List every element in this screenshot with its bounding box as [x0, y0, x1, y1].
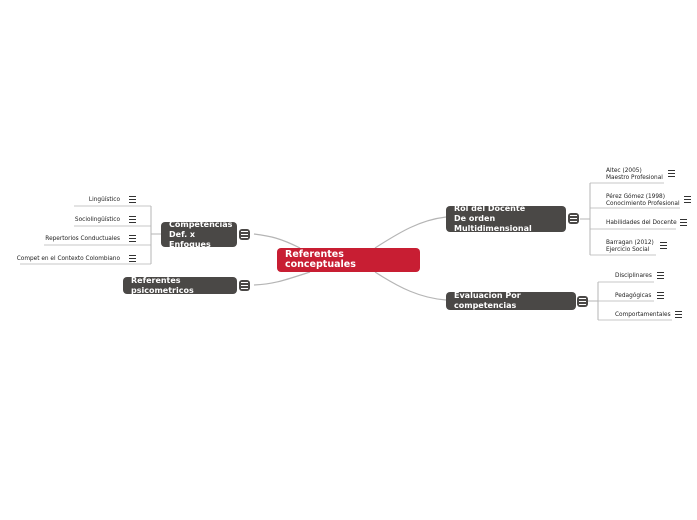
- leaf-repertorios[interactable]: Repertorios Conductuales: [45, 236, 120, 243]
- notes-icon: [129, 196, 136, 203]
- notes-icon: [129, 235, 136, 242]
- notes-icon: [675, 311, 682, 318]
- topic-competencias-line2: Def. x Enfoques: [169, 229, 211, 249]
- leaf-sociolinguistico[interactable]: Sociolingüístico: [75, 217, 120, 224]
- topic-evaluacion[interactable]: Evaluacion Por competencias: [446, 291, 576, 310]
- notes-icon: [660, 242, 667, 249]
- leaf-label: Comportamentales: [615, 312, 671, 318]
- leaf-disciplinares[interactable]: Disciplinares: [615, 273, 652, 280]
- leaf-comportamentales[interactable]: Comportamentales: [615, 312, 671, 319]
- leaf-label: Repertorios Conductuales: [45, 236, 120, 242]
- leaf-perez-gomez[interactable]: Pérez Gómez (1998) Conocimiento Profesio…: [606, 194, 680, 208]
- notes-icon: [680, 219, 687, 226]
- collapse-badge-icon[interactable]: [239, 229, 250, 240]
- leaf-compet-contexto[interactable]: Compet en el Contexto Colombiano: [17, 256, 120, 263]
- topic-psicometricos[interactable]: Referentes psicometricos: [123, 275, 237, 295]
- notes-icon: [657, 272, 664, 279]
- leaf-altec[interactable]: Altec (2005) Maestro Profesional: [606, 168, 663, 182]
- leaf-line1: Pérez Gómez (1998): [606, 194, 665, 200]
- collapse-badge-icon[interactable]: [239, 280, 250, 291]
- leaf-label: Disciplinares: [615, 273, 652, 279]
- leaf-line2: Maestro Profesional: [606, 175, 663, 181]
- leaf-label: Lingüístico: [88, 197, 120, 203]
- topic-competencias[interactable]: Competencias Def. x Enfoques: [161, 219, 237, 249]
- leaf-label: Pedagógicas: [615, 293, 652, 299]
- leaf-line1: Altec (2005): [606, 168, 642, 174]
- central-topic[interactable]: Referentes conceptuales: [277, 248, 420, 272]
- notes-icon: [684, 196, 691, 203]
- leaf-line1: Habilidades del Docente: [606, 220, 677, 226]
- topic-competencias-line1: Competencias: [169, 219, 233, 229]
- notes-icon: [129, 216, 136, 223]
- leaf-pedagogicas[interactable]: Pedagógicas: [615, 293, 651, 300]
- central-topic-label: Referentes conceptuales: [285, 249, 356, 270]
- topic-evaluacion-label: Evaluacion Por competencias: [454, 291, 521, 310]
- notes-icon: [657, 292, 664, 299]
- notes-icon: [668, 170, 675, 177]
- topic-rol-docente[interactable]: Rol del Docente De orden Multidimensiona…: [446, 204, 566, 233]
- leaf-line2: Ejercicio Social: [606, 247, 650, 253]
- leaf-linguistico[interactable]: Lingüístico: [89, 197, 120, 204]
- topic-rol-line2: De orden Multidimensional: [454, 214, 532, 233]
- leaf-label: Sociolingüístico: [74, 217, 120, 223]
- leaf-barragan[interactable]: Barragan (2012) Ejercicio Social: [606, 240, 654, 254]
- collapse-badge-icon[interactable]: [568, 213, 579, 224]
- topic-psicometricos-label: Referentes psicometricos: [131, 275, 194, 295]
- leaf-line1: Barragan (2012): [606, 240, 654, 246]
- leaf-habilidades[interactable]: Habilidades del Docente: [606, 220, 677, 227]
- leaf-label: Compet en el Contexto Colombiano: [16, 256, 120, 262]
- leaf-line2: Conocimiento Profesional: [606, 201, 680, 207]
- topic-rol-line1: Rol del Docente: [454, 204, 526, 213]
- collapse-badge-icon[interactable]: [577, 296, 588, 307]
- notes-icon: [129, 255, 136, 262]
